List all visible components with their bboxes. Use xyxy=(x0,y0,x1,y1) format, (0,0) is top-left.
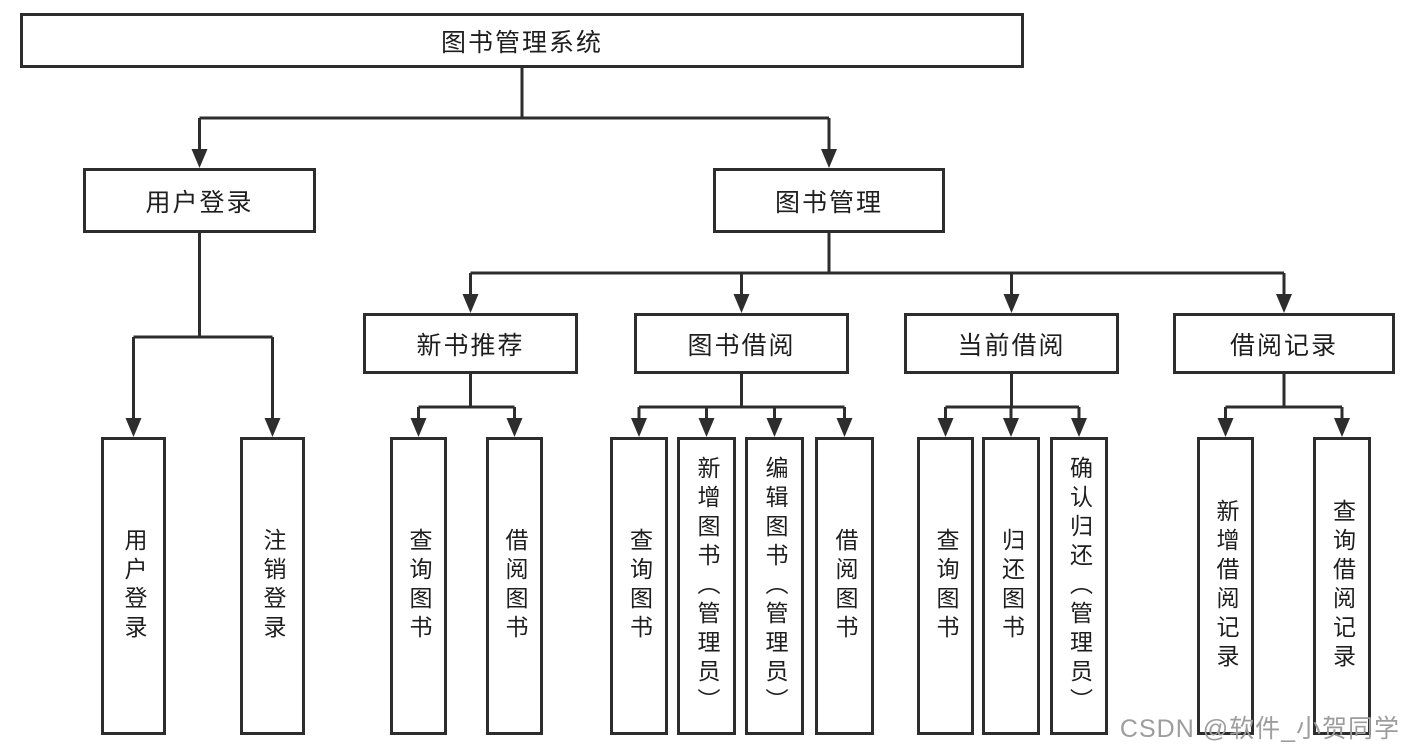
leaf-borrow-add-books-admin: 新增图书（管理员） xyxy=(677,437,736,735)
node-book-borrow: 图书借阅 xyxy=(634,313,849,374)
leaf-record-query-borrow-record: 查询借阅记录 xyxy=(1313,437,1371,735)
node-new-book-recommend: 新书推荐 xyxy=(363,313,578,374)
node-current-borrow: 当前借阅 xyxy=(904,313,1119,374)
node-book-management: 图书管理 xyxy=(713,168,945,233)
leaf-logout: 注销登录 xyxy=(240,437,305,735)
leaf-current-return-books: 归还图书 xyxy=(982,437,1040,735)
leaf-newbook-query-books: 查询图书 xyxy=(390,437,447,735)
connector-strokes xyxy=(132,68,1344,421)
leaf-borrow-borrow-books: 借阅图书 xyxy=(815,437,874,735)
node-borrow-record: 借阅记录 xyxy=(1173,313,1395,374)
connector-arrowheads xyxy=(125,149,1350,437)
node-user-login: 用户登录 xyxy=(83,168,316,233)
leaf-current-confirm-return-admin: 确认归还（管理员） xyxy=(1050,437,1108,735)
watermark-text: CSDN @软件_小贺同学 xyxy=(1119,715,1400,743)
leaf-newbook-borrow-books: 借阅图书 xyxy=(486,437,543,735)
node-root: 图书管理系统 xyxy=(20,13,1024,68)
leaf-user-login: 用户登录 xyxy=(101,437,166,735)
leaf-current-query-books: 查询图书 xyxy=(917,437,974,735)
leaf-borrow-edit-books-admin: 编辑图书（管理员） xyxy=(745,437,804,735)
leaf-record-add-borrow-record: 新增借阅记录 xyxy=(1197,437,1254,735)
leaf-borrow-query-books: 查询图书 xyxy=(610,437,668,735)
